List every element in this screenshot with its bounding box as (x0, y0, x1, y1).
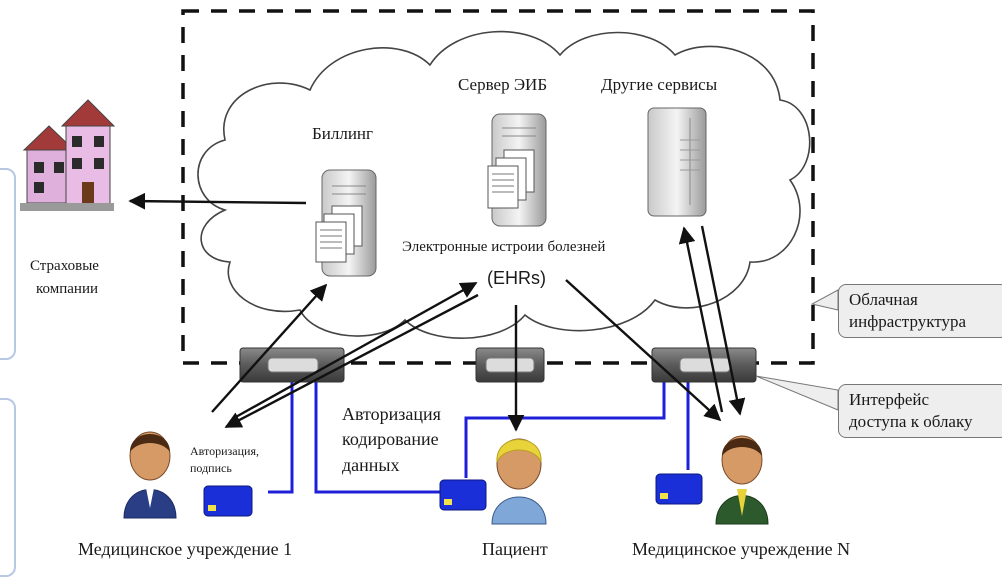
cable-institution-n (464, 378, 666, 478)
cloud-infrastructure-callout: Облачная инфраструктура (838, 284, 1002, 338)
arrow-ehr-to-inst1 (224, 293, 479, 429)
arrow-ehr-to-inst-n (565, 279, 722, 422)
cable-patient (314, 378, 440, 494)
auth-sign-label-line1: Авторизация, (190, 444, 259, 458)
cloud-interface-line1: Интерфейс (849, 390, 930, 409)
patient-label: Пациент (482, 539, 548, 559)
ehr-server-icon (487, 113, 547, 227)
doctor-n-icon (715, 435, 769, 525)
cloud-interface-callout: Интерфейс доступа к облаку (838, 384, 1002, 438)
flow-arrows (128, 192, 746, 432)
cloud-infrastructure-line2: инфраструктура (849, 312, 966, 331)
patient-icon (491, 438, 547, 525)
switch-middle-icon (475, 347, 545, 383)
auth-encode-label-line3: данных (342, 455, 400, 475)
access-card-patient-icon (439, 479, 487, 511)
ehr-server-label: Сервер ЭИБ (458, 75, 548, 94)
access-card-institution-n-icon (655, 473, 703, 505)
institution-1-label: Медицинское учреждение 1 (78, 539, 293, 559)
auth-encode-label-line1: Авторизация (342, 404, 441, 424)
arrow-inst-n-to-other (678, 226, 724, 413)
network-cables (268, 378, 690, 494)
other-services-label: Другие сервисы (601, 75, 718, 94)
switch-left-icon (239, 347, 345, 383)
arrow-inst1-to-billing (211, 283, 328, 413)
cloud-interface-line2: доступа к облаку (849, 412, 973, 431)
cloud-infrastructure-line1: Облачная (849, 290, 918, 309)
doctor-1-icon (123, 431, 177, 519)
institution-n-label: Медицинское учреждение N (632, 539, 851, 559)
side-panel-top (0, 168, 16, 360)
arrow-billing-to-insurance (128, 192, 307, 210)
insurance-label-line2: компании (36, 281, 98, 297)
switch-right-icon (651, 347, 757, 383)
callout-pointer-interface (755, 375, 839, 411)
cable-institution-1 (268, 378, 294, 494)
arrow-inst1-to-ehr (233, 281, 478, 420)
other-services-server-icon (647, 107, 707, 217)
ehr-abbr-label: (EHRs) (487, 268, 546, 288)
ehr-title-label: Электронные истроии болезней (402, 239, 606, 255)
insurance-building-icon (20, 99, 116, 211)
billing-server-icon (315, 169, 377, 277)
auth-encode-label-line2: кодирование (342, 429, 439, 449)
auth-sign-label-line2: подпись (190, 461, 232, 475)
insurance-label-line1: Страховые (30, 258, 99, 274)
access-card-institution-1-icon (203, 485, 253, 517)
arrow-other-to-inst-n (700, 225, 746, 416)
callout-pointer-infrastructure (810, 289, 839, 311)
billing-label: Биллинг (312, 124, 373, 143)
